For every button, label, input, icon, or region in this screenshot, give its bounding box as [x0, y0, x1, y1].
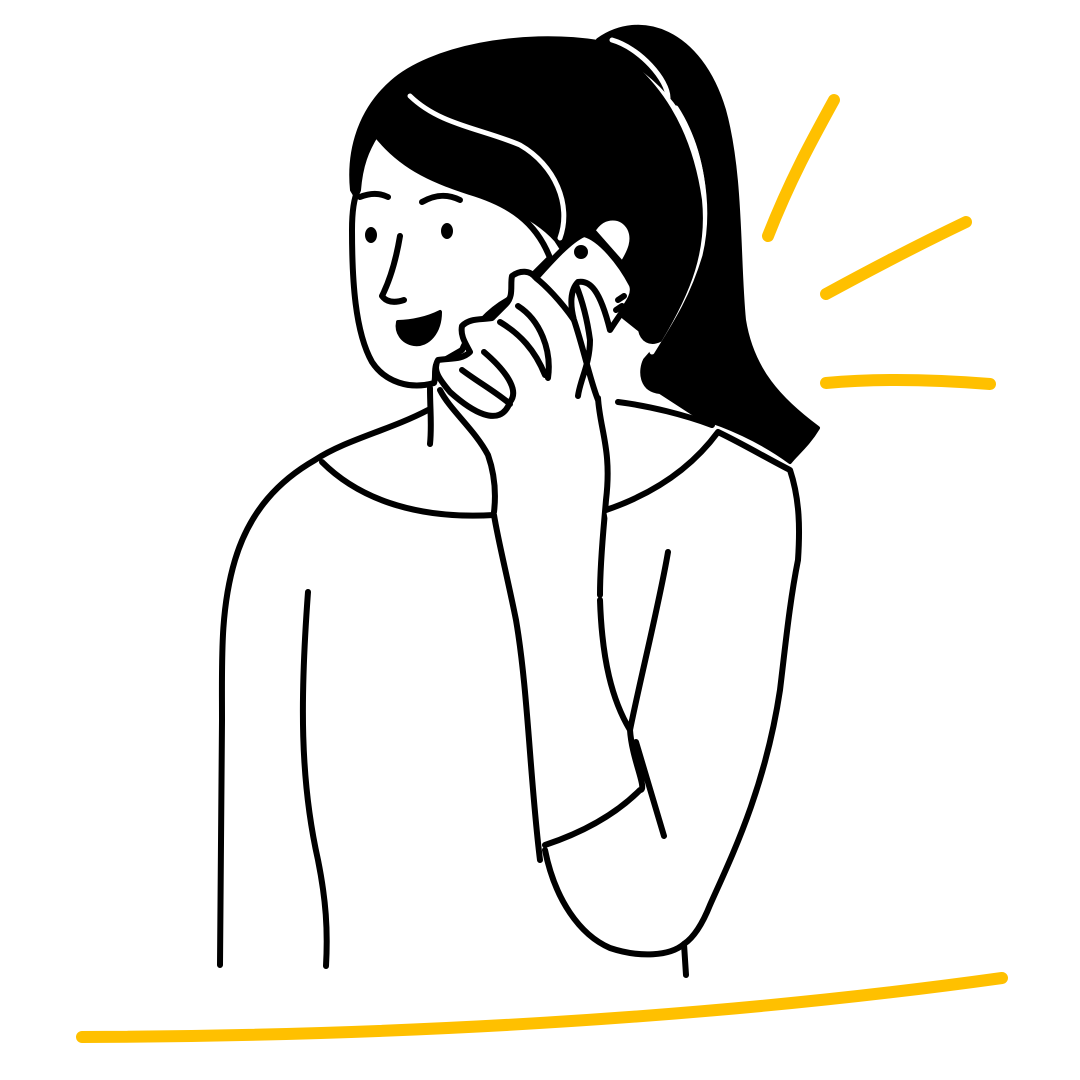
shirt — [217, 407, 803, 978]
left-eye — [365, 227, 377, 243]
mouth — [395, 310, 442, 347]
right-eyebrow — [419, 192, 463, 205]
ear — [591, 214, 636, 265]
phone-speaker — [613, 293, 627, 313]
ground-line — [76, 972, 1008, 1043]
left-eyebrow — [357, 191, 391, 200]
arm — [299, 549, 687, 969]
accent-stroke-middle — [820, 216, 972, 300]
phone-camera-dot — [574, 245, 588, 259]
shirt-shoulder-right — [615, 399, 715, 428]
fringe-edge — [407, 93, 567, 241]
nose — [379, 233, 407, 305]
right-eye — [441, 223, 453, 239]
accent-stroke-bottom — [820, 374, 996, 390]
hand — [432, 268, 611, 598]
neck — [427, 385, 498, 515]
accent-stroke-top — [762, 94, 840, 242]
